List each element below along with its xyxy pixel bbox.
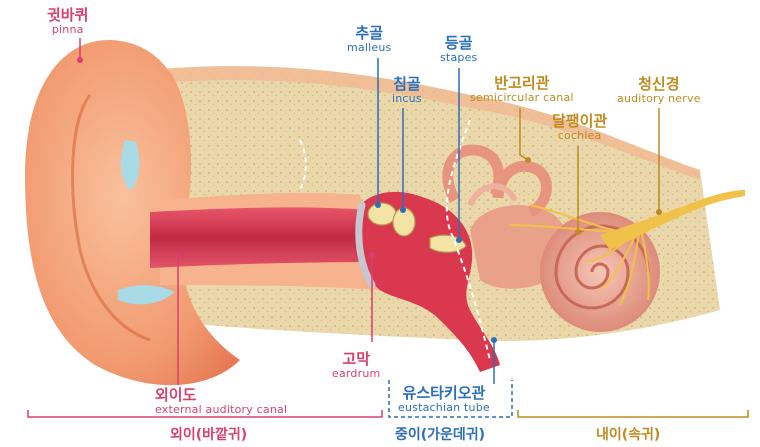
outer-ear-section-label: 외이(바깥귀) — [170, 424, 247, 444]
stapes-label: 등골 stapes — [440, 35, 477, 65]
eardrum-en: eardrum — [332, 368, 380, 381]
external-canal-shape — [150, 207, 378, 268]
pinna-en: pinna — [47, 24, 88, 37]
auditory-nerve-label: 청신경 auditory nerve — [617, 76, 701, 106]
cochlea-en: cochlea — [552, 130, 607, 143]
semicircular-canal-en: semicircular canal — [470, 92, 574, 105]
semicircular-canal-label: 반고리관 semicircular canal — [470, 75, 574, 105]
pinna-label: 귓바퀴 pinna — [47, 7, 88, 37]
external-auditory-canal-en: external auditory canal — [155, 404, 287, 417]
semicircular-canal-ko: 반고리관 — [470, 75, 574, 92]
inner-ear-section-label: 내이(속귀) — [596, 424, 660, 444]
cochlea-ko: 달팽이관 — [552, 113, 607, 130]
malleus-en: malleus — [347, 42, 391, 55]
malleus-label: 추골 malleus — [347, 25, 391, 55]
external-auditory-canal-label: 외이도 external auditory canal — [155, 387, 287, 417]
eardrum-ko: 고막 — [332, 351, 380, 368]
eustachian-tube-label: 유스타키오관 eustachian tube — [398, 385, 490, 415]
auditory-nerve-en: auditory nerve — [617, 93, 701, 106]
malleus-ko: 추골 — [347, 25, 391, 42]
inner-ear-bracket — [518, 410, 748, 417]
cochlea-label: 달팽이관 cochlea — [552, 113, 607, 143]
incus-label: 침골 incus — [392, 76, 422, 106]
eustachian-tube-en: eustachian tube — [398, 402, 490, 415]
malleus-shape — [368, 203, 396, 225]
stapes-ko: 등골 — [440, 35, 477, 52]
external-auditory-canal-ko: 외이도 — [155, 387, 287, 404]
auditory-nerve-ko: 청신경 — [617, 76, 701, 93]
eustachian-tube-ko: 유스타키오관 — [398, 385, 490, 402]
eardrum-label: 고막 eardrum — [332, 351, 380, 381]
incus-en: incus — [392, 93, 422, 106]
middle-ear-section-label: 중이(가운데귀) — [395, 424, 485, 444]
pinna-ko: 귓바퀴 — [47, 7, 88, 24]
incus-ko: 침골 — [392, 76, 422, 93]
stapes-en: stapes — [440, 52, 477, 65]
